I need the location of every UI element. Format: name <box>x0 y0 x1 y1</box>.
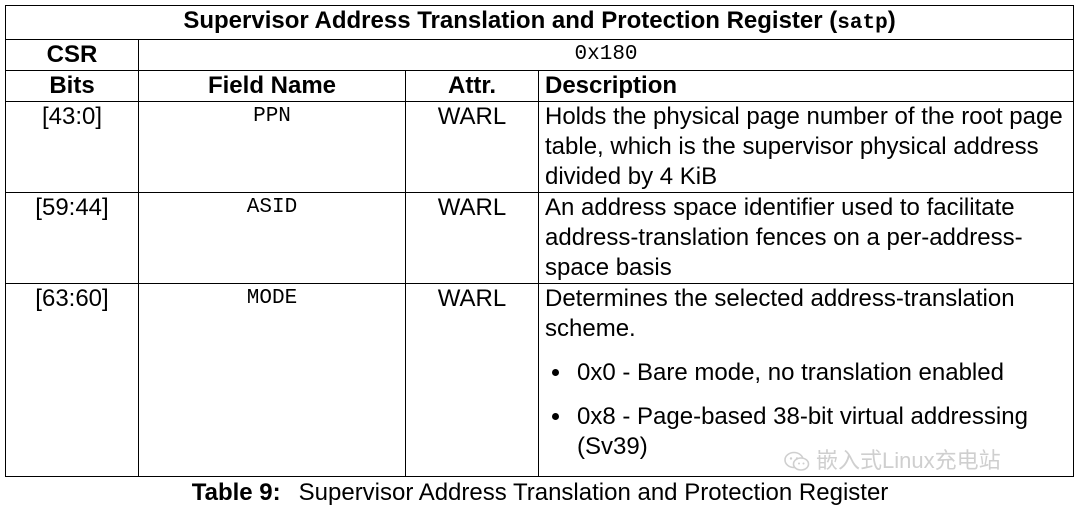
header-attr: Attr. <box>405 70 539 102</box>
mode-list-item: 0x0 - Bare mode, no translation enabled <box>573 358 1067 388</box>
table-row: [63:60] MODE WARL Determines the selecte… <box>5 283 1075 477</box>
table-title-end: ) <box>887 7 896 34</box>
header-description: Description <box>537 70 1075 102</box>
table-title-row: Supervisor Address Translation and Prote… <box>4 5 1075 40</box>
csr-label: CSR <box>5 39 139 71</box>
csr-row: CSR 0x180 <box>5 39 1075 71</box>
description-cell: An address space identifier used to faci… <box>537 192 1075 284</box>
bits-cell: [59:44] <box>5 192 139 284</box>
table-row: [59:44] ASID WARL An address space ident… <box>5 192 1075 284</box>
bits-cell: [43:0] <box>5 101 139 193</box>
description-cell: Determines the selected address-translat… <box>537 283 1075 477</box>
bits-cell: [63:60] <box>5 283 139 477</box>
header-row: Bits Field Name Attr. Description <box>5 70 1075 102</box>
attr-cell: WARL <box>405 101 539 193</box>
mode-list-item: 0x8 - Page-based 38-bit virtual addressi… <box>573 402 1067 462</box>
csr-value: 0x180 <box>137 39 1075 71</box>
field-name-cell: PPN <box>138 101 406 193</box>
attr-cell: WARL <box>405 283 539 477</box>
description-cell: Holds the physical page number of the ro… <box>537 101 1075 193</box>
caption-text: Supervisor Address Translation and Prote… <box>298 479 889 506</box>
header-field-name: Field Name <box>138 70 406 102</box>
caption-label: Table 9: <box>191 479 281 506</box>
table-row: [43:0] PPN WARL Holds the physical page … <box>5 101 1075 193</box>
field-name-cell: MODE <box>138 283 406 477</box>
field-name-cell: ASID <box>138 192 406 284</box>
satp-register-table: Supervisor Address Translation and Prote… <box>4 5 1075 477</box>
table-caption: Table 9: Supervisor Address Translation a… <box>0 478 1080 508</box>
table-title-code: satp <box>837 12 888 35</box>
wechat-icon <box>784 451 810 471</box>
header-bits: Bits <box>5 70 139 102</box>
watermark-text: 嵌入式Linux充电站 <box>816 448 1001 473</box>
table-title: Supervisor Address Translation and Prote… <box>4 5 1075 40</box>
mode-list: 0x0 - Bare mode, no translation enabled … <box>545 358 1067 462</box>
mode-description: Determines the selected address-translat… <box>545 285 1015 342</box>
watermark: 嵌入式Linux充电站 <box>784 446 1001 476</box>
table-title-text: Supervisor Address Translation and Prote… <box>183 7 838 34</box>
attr-cell: WARL <box>405 192 539 284</box>
